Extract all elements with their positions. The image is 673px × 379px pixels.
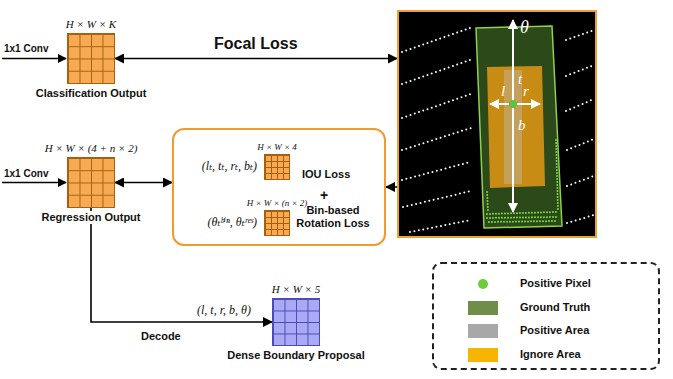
- angle-symbol: θ: [520, 18, 529, 36]
- target-grid: H × W × (n × 2)(θₜᵇⁱⁿ, θₜʳᵉˢ): [264, 210, 290, 236]
- object-point-row: [487, 212, 557, 214]
- legend-text: Positive Area: [520, 324, 589, 337]
- connector-arrow: [386, 186, 397, 188]
- legend-swatch: [468, 324, 498, 338]
- target-grid: H × W × 4(lₜ, tₜ, rₜ, bₜ): [264, 154, 290, 180]
- legend-row: Positive Pixel: [434, 274, 658, 294]
- edge-label: Decode: [141, 330, 181, 343]
- edge-label: Focal Loss: [214, 35, 298, 53]
- dimension-label: H × W × 4: [257, 142, 297, 152]
- lidar-scan-line: [410, 220, 471, 232]
- dimension-label: H × W × (n × 2): [247, 198, 308, 208]
- object-point-row: [556, 140, 558, 210]
- legend-row: Ground Truth: [434, 298, 658, 318]
- lidar-scan-line: [566, 65, 594, 76]
- layer-label: 1x1 Conv: [4, 168, 48, 180]
- dimension-label: H × W × (4 + n × 2): [45, 142, 138, 155]
- loss-box: IOU Loss+Bin-based Rotation LossH × W × …: [172, 128, 386, 246]
- lidar-scan-line: [567, 215, 594, 223]
- block-caption: Regression Output: [39, 211, 142, 224]
- layer-label: 1x1 Conv: [4, 43, 48, 55]
- positive-pixel: [509, 100, 517, 108]
- block-caption: Classification Output: [36, 87, 147, 100]
- direction-arrow: [512, 20, 514, 212]
- lidar-scan-line: [567, 139, 594, 150]
- lidar-scan-line: [402, 28, 470, 52]
- distance-symbol: b: [518, 118, 526, 133]
- block-caption: Dense Boundary Proposal: [227, 349, 365, 362]
- legend-swatch: [468, 301, 498, 315]
- target-tuple: (θₜᵇⁱⁿ, θₜʳᵉˢ): [208, 216, 257, 230]
- distance-symbol: l: [501, 84, 505, 99]
- object-point-row: [487, 192, 488, 212]
- connector-arrow: [115, 182, 172, 184]
- legend-row: Ignore Area: [434, 345, 658, 365]
- proposal-grid: H × W × 5Dense Boundary Proposal: [272, 298, 320, 346]
- input-arrow: [2, 182, 66, 184]
- plus-sign: +: [320, 187, 328, 203]
- point-cloud-panel: θ tl r b: [397, 10, 597, 238]
- lidar-scan-line: [566, 30, 594, 40]
- feature-grid: H × W × KClassification Output: [67, 33, 115, 84]
- lidar-scan-line: [567, 176, 594, 186]
- legend-swatch: [468, 348, 498, 362]
- lidar-scan-line: [402, 60, 470, 84]
- legend-dot: [478, 279, 488, 289]
- input-arrow: [2, 58, 66, 60]
- connector-arrow: [91, 208, 272, 322]
- feature-grid: H × W × (4 + n × 2)Regression Output: [67, 157, 115, 208]
- lidar-scan-line: [566, 99, 594, 111]
- output-tuple: (l, t, r, b, θ): [197, 304, 251, 318]
- dimension-label: H × W × K: [66, 18, 116, 31]
- lidar-scan-line: [402, 162, 470, 180]
- legend-box: Positive PixelGround TruthPositive AreaI…: [432, 262, 660, 370]
- dimension-label: H × W × 5: [272, 283, 320, 296]
- distance-symbol: r: [523, 84, 529, 99]
- lidar-scan-line: [402, 128, 471, 150]
- legend-text: Ignore Area: [520, 348, 581, 361]
- loss-name: IOU Loss: [302, 168, 350, 181]
- legend-text: Ground Truth: [520, 301, 590, 314]
- ignore-area: [487, 66, 545, 188]
- target-tuple: (lₜ, tₜ, rₜ, bₜ): [202, 160, 257, 174]
- legend-row: Positive Area: [434, 321, 658, 341]
- object-point-row: [487, 217, 558, 218]
- lidar-scan-line: [402, 94, 471, 118]
- legend-text: Positive Pixel: [520, 277, 591, 290]
- connector-arrow: [115, 58, 397, 60]
- lidar-scan-line: [403, 191, 471, 207]
- object-point-row: [489, 221, 556, 222]
- loss-name: Bin-based Rotation Loss: [290, 204, 376, 229]
- distance-symbol: t: [518, 72, 522, 87]
- object-points: [487, 140, 558, 222]
- ground-truth-box: [476, 26, 562, 228]
- point-cloud-ground: [397, 10, 597, 238]
